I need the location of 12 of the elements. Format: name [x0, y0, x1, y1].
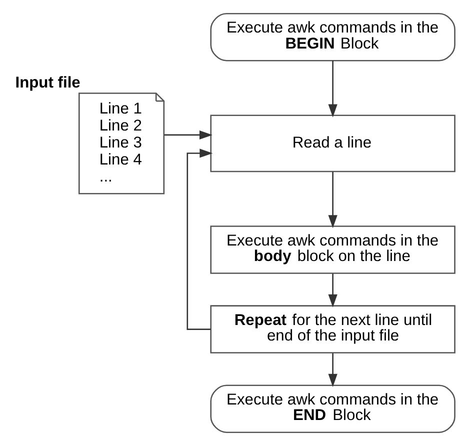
node-box: Read a line	[210, 114, 455, 172]
node-box: Execute awk commands in the body block on the line	[210, 226, 455, 274]
node-label: Input file	[14, 74, 80, 92]
node-box: Execute awk commands in the BEGIN Block	[210, 13, 455, 62]
arrow	[328, 172, 337, 228]
node-box: Repeat for the next line until end of the input file	[210, 305, 455, 354]
node-box: Execute awk commands in the END Block	[210, 384, 455, 433]
arrow	[186, 148, 212, 330]
arrow	[328, 274, 337, 308]
arrow	[328, 60, 337, 118]
arrow	[164, 130, 212, 140]
arrow	[328, 353, 337, 387]
